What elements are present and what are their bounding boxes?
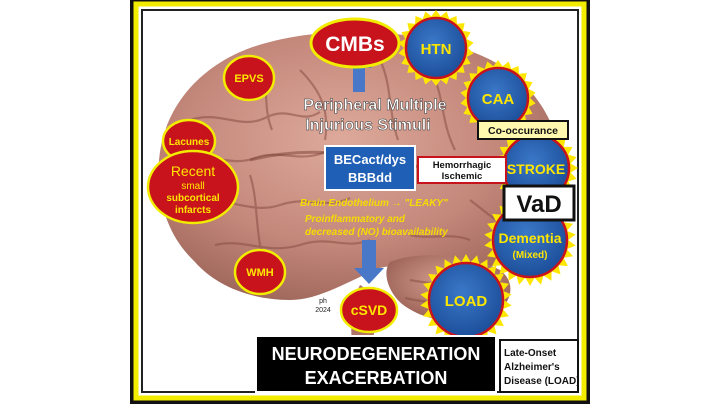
node-wmh: WMH — [233, 248, 287, 296]
node-dementia-sub: (Mixed) — [513, 250, 548, 261]
recent-line2: small — [181, 181, 204, 192]
node-csvd: cSVD — [339, 286, 399, 334]
node-lacunes-label: Lacunes — [169, 137, 210, 148]
hemorrhagic-label: Hemorrhagic — [433, 160, 492, 171]
vad-label: VaD — [516, 191, 561, 218]
stroke-type-box: Hemorrhagic Ischemic — [417, 156, 507, 184]
bec-box: BECact/dys BBBdd — [324, 145, 416, 191]
proinflammatory-line1: Proinflammatory and — [305, 214, 406, 225]
recent-line3: subcortical — [166, 193, 220, 204]
down-arrow — [354, 240, 384, 284]
node-load: LOAD — [420, 254, 512, 346]
node-cmbs-label: CMBs — [325, 33, 385, 56]
late-onset-box: Late-Onset Alzheimer's Disease (LOAD) — [499, 339, 580, 393]
vad-box: VaD — [502, 184, 576, 222]
node-caa-label: CAA — [482, 91, 515, 108]
bec-line2: BBBdd — [348, 170, 392, 185]
node-epvs-label: EPVS — [234, 73, 263, 85]
node-cmbs: CMBs — [309, 17, 401, 69]
neurodegeneration-banner: NEURODEGENERATION EXACERBATION — [255, 335, 497, 393]
late-line2: Alzheimer's — [504, 362, 560, 373]
co-occurance-label: Co-occurance — [488, 125, 558, 137]
node-htn-label: HTN — [421, 41, 452, 58]
bec-line1: BECact/dys — [334, 152, 406, 167]
node-csvd-label: cSVD — [351, 302, 388, 318]
node-dementia-label: Dementia — [498, 230, 561, 246]
node-wmh-label: WMH — [246, 267, 274, 279]
neuro-line1: NEURODEGENERATION — [272, 344, 481, 364]
late-line1: Late-Onset — [504, 348, 557, 359]
peripheral-line2: Injurious Stimuli — [305, 117, 430, 134]
recent-line1: Recent — [171, 163, 215, 179]
node-stroke-label: STROKE — [507, 161, 565, 177]
ischemic-label: Ischemic — [442, 171, 483, 182]
node-caa: CAA — [460, 60, 536, 136]
author-year: 2024 — [315, 307, 331, 314]
peripheral-line1: Peripheral Multiple — [303, 97, 446, 114]
node-htn: HTN — [398, 10, 474, 86]
proinflammatory-line2: decreased (NO) bioavailability — [305, 227, 448, 238]
node-recent-infarcts: Recent small subcortical infarcts — [146, 149, 240, 225]
author-initials: ph — [319, 298, 327, 305]
late-line3: Disease (LOAD) — [504, 376, 580, 387]
neuro-line2: EXACERBATION — [305, 368, 448, 388]
brain-endothelium-text: Brain Endothelium → "LEAKY" — [300, 198, 448, 209]
co-occurance-box: Co-occurance — [477, 120, 569, 140]
recent-line4: infarcts — [175, 205, 212, 216]
node-epvs: EPVS — [222, 54, 276, 102]
node-load-label: LOAD — [445, 293, 488, 310]
